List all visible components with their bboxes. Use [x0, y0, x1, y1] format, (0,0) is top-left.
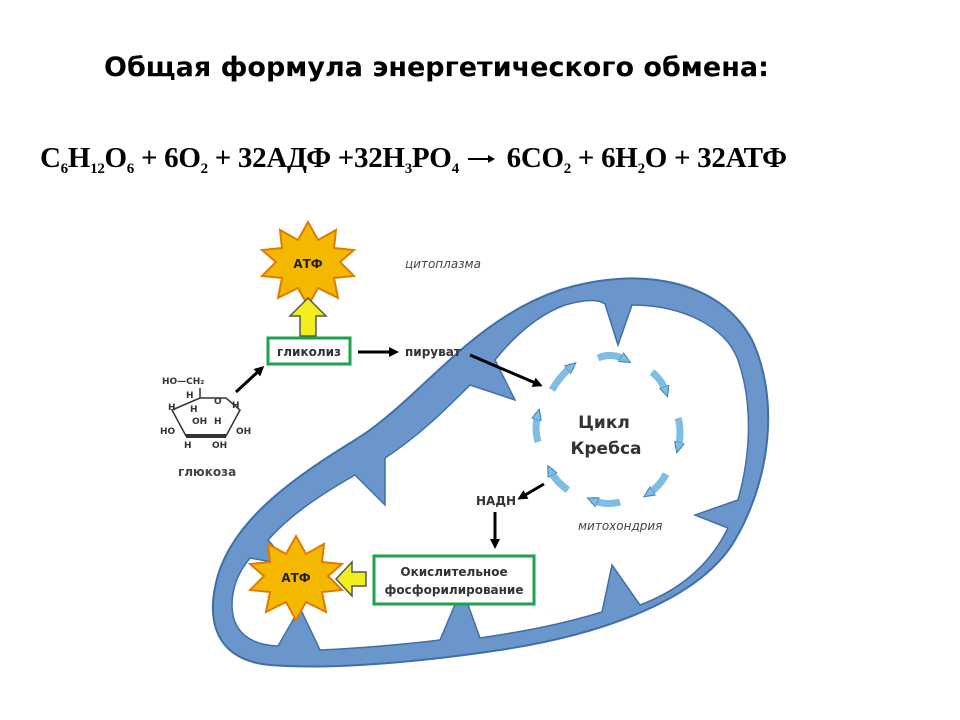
- atp-star-bottom: АТФ: [247, 533, 345, 623]
- pyruvate-label: пируват: [405, 345, 461, 359]
- krebs-arrow-5: [592, 496, 621, 504]
- atp-bottom-label: АТФ: [281, 571, 310, 585]
- krebs-cycle-arrows: [536, 355, 680, 503]
- yellow-left-arrow-icon: [334, 560, 367, 598]
- glucose-h3: H: [168, 403, 176, 413]
- page-title: Общая формула энергетического обмена:: [104, 52, 769, 83]
- formula-term: O + 32АТФ: [644, 142, 787, 174]
- formula-subscript: 12: [90, 161, 105, 177]
- oxphos-box: Окислительное фосфорилирование: [372, 554, 536, 606]
- reaction-arrow-icon: [466, 138, 500, 171]
- glucose-oh2: OH: [236, 427, 251, 437]
- formula-subscript: 6: [126, 161, 135, 177]
- formula-term: H: [67, 142, 91, 174]
- glucose-h2: H: [232, 401, 240, 411]
- glycolysis-box: гликолиз: [266, 336, 352, 366]
- nadh-label: НАДН: [476, 494, 516, 508]
- mitochondrion-matrix: [231, 299, 750, 651]
- oxphos-label-line2: фосфорилирование: [385, 583, 524, 597]
- krebs-arrow-4: [648, 472, 670, 494]
- formula-term: C: [40, 142, 61, 174]
- glucose-oh1: OH: [192, 417, 207, 427]
- glucose-h6: H: [184, 441, 192, 451]
- glucose-structure: HO—CH₂ O H H H H OH H OH HO H OH: [160, 377, 251, 451]
- oxphos-label-line1: Окислительное: [400, 565, 507, 579]
- formula-term: O: [104, 142, 128, 174]
- formula-subscript: 4: [451, 161, 460, 177]
- equation-products: 6CO2 + 6H2O + 32АТФ: [506, 142, 787, 177]
- arrow-pyruvate-to-krebs: [469, 353, 543, 387]
- formula-subscript: 2: [637, 161, 646, 177]
- krebs-arrow-6: [546, 470, 571, 493]
- formula-term: PO: [411, 142, 452, 174]
- mitochondria-label: митохондрия: [578, 519, 662, 533]
- glucose-ho-ch2: HO—CH₂: [162, 377, 204, 387]
- formula-term: + 32АДФ +32H: [207, 142, 405, 174]
- formula-term: + 6H: [570, 142, 638, 174]
- glucose-label: глюкоза: [178, 465, 236, 479]
- krebs-arrow-2: [649, 369, 666, 392]
- formula-subscript: 6: [60, 161, 69, 177]
- cytoplasm-label: цитоплазма: [405, 257, 481, 271]
- krebs-label-line1: Цикл: [578, 413, 630, 433]
- atp-star-icon: [247, 533, 345, 623]
- krebs-arrow-1: [596, 355, 626, 364]
- equation: C6H12O6 + 6O2 + 32АДФ +32H3PO4 6CO2 + 6H…: [40, 142, 787, 177]
- krebs-label-line2: Кребса: [570, 439, 641, 459]
- equation-reactants: C6H12O6 + 6O2 + 32АДФ +32H3PO4: [40, 142, 460, 177]
- glucose-h4: H: [190, 405, 198, 415]
- glucose-h1: H: [186, 391, 194, 401]
- krebs-arrow-8: [548, 366, 572, 392]
- yellow-up-arrow-icon: [288, 296, 328, 337]
- krebs-arrow-3: [678, 417, 680, 448]
- krebs-arrow-7: [536, 414, 538, 443]
- formula-term: 6CO: [506, 142, 564, 174]
- formula-subscript: 2: [563, 161, 572, 177]
- formula-subscript: 2: [200, 161, 209, 177]
- glucose-o: O: [214, 397, 222, 407]
- glucose-oh3: OH: [212, 441, 227, 451]
- atp-top-label: АТФ: [293, 257, 322, 271]
- glucose-h5: H: [214, 417, 222, 427]
- formula-subscript: 3: [404, 161, 413, 177]
- glucose-ho: HO: [160, 427, 176, 437]
- arrow-glucose-to-glycolysis: [234, 365, 265, 394]
- glycolysis-label: гликолиз: [277, 345, 341, 359]
- arrow-krebs-to-nadh: [517, 482, 545, 500]
- atp-star-top: АТФ: [259, 219, 357, 309]
- formula-term: + 6O: [134, 142, 201, 174]
